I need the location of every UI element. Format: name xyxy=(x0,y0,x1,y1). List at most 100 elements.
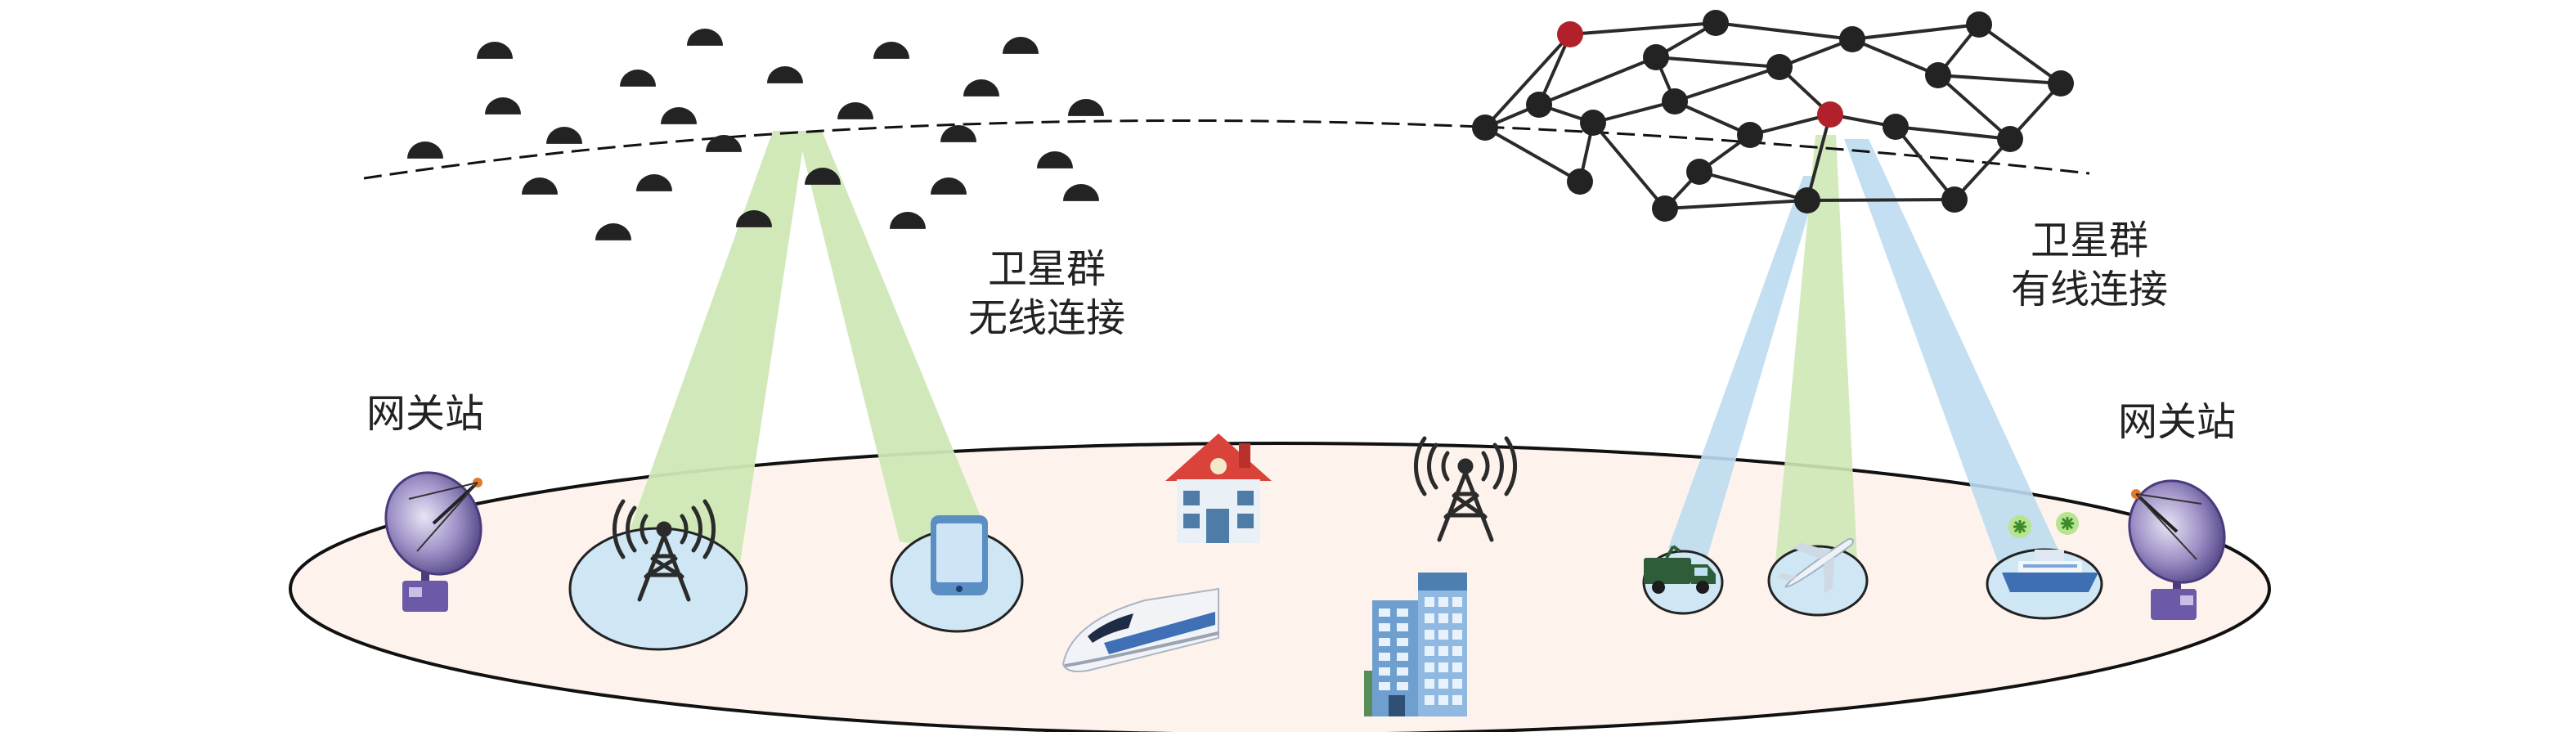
satellite-node xyxy=(1941,186,1968,213)
window xyxy=(1452,646,1462,656)
satellite-node xyxy=(2048,70,2074,97)
coverage-plane xyxy=(1767,545,1869,617)
satellite-icon xyxy=(620,70,656,87)
window xyxy=(1397,609,1408,617)
inter-satellite-link xyxy=(1674,65,1780,103)
gateway-label-right: 网关站 xyxy=(2118,399,2236,445)
window xyxy=(1452,630,1462,640)
inter-satellite-link xyxy=(1936,74,2012,141)
gateway-label-left: 网关站 xyxy=(366,391,484,437)
window xyxy=(1397,623,1408,631)
left-constellation-label-line1: 卫星群 xyxy=(988,246,1106,292)
high-speed-train-icon xyxy=(1061,587,1219,672)
inter-satellite-link xyxy=(1592,100,1676,124)
satellite-icon xyxy=(661,107,697,124)
wireless-constellation xyxy=(407,29,1104,240)
window xyxy=(1438,662,1448,672)
window xyxy=(1452,597,1462,607)
ground-area xyxy=(289,442,2271,732)
satellite-icon xyxy=(546,127,582,144)
satellite-node xyxy=(1794,187,1820,213)
satellite-node xyxy=(1526,92,1552,118)
inter-satellite-link xyxy=(1806,114,1832,201)
beam-to-tablet xyxy=(797,131,998,558)
beam-to-ship xyxy=(1844,139,2077,591)
window xyxy=(1379,623,1390,631)
satellite-icon xyxy=(485,97,521,115)
inter-satellite-link xyxy=(1664,199,1808,210)
window xyxy=(1397,653,1408,661)
cell-tower-icon xyxy=(612,499,716,602)
satellite-icon xyxy=(595,223,631,240)
inter-satellite-link xyxy=(1894,125,1956,201)
inter-satellite-link xyxy=(1749,113,1831,137)
window xyxy=(1425,646,1434,656)
satellite-icon xyxy=(1037,151,1073,168)
window xyxy=(1452,662,1462,672)
satellite-icon xyxy=(1063,184,1099,201)
window xyxy=(1425,613,1434,623)
wireless-beams xyxy=(630,131,998,563)
cell-tower-icon xyxy=(1413,436,1518,542)
window xyxy=(1397,667,1408,676)
beam-to-plane xyxy=(1775,135,1858,577)
satellite-icon xyxy=(767,66,803,83)
inter-satellite-link xyxy=(1851,38,1939,77)
vehicle-icon xyxy=(1644,545,1716,594)
inter-satellite-link xyxy=(1937,74,2062,85)
satellite-node xyxy=(1925,62,1951,88)
satellite-node xyxy=(1839,26,1865,52)
satellite-icon xyxy=(963,79,999,97)
inter-satellite-link xyxy=(1699,170,1808,202)
inter-satellite-link xyxy=(1977,23,2062,85)
window xyxy=(1438,630,1448,640)
window xyxy=(1452,679,1462,689)
window xyxy=(1425,630,1434,640)
wired-constellation xyxy=(1472,10,2074,222)
satellite-icon xyxy=(687,29,723,46)
satellite-node xyxy=(1652,195,1678,222)
window xyxy=(1379,638,1390,646)
window xyxy=(1438,646,1448,656)
window xyxy=(1452,695,1462,705)
satellite-icon xyxy=(931,177,967,195)
window xyxy=(1397,638,1408,646)
window xyxy=(1379,667,1390,676)
satellite-dish-icon xyxy=(384,471,482,612)
window xyxy=(1379,609,1390,617)
wired-beams xyxy=(1668,135,2077,591)
satellite-node xyxy=(1472,115,1498,141)
window xyxy=(1438,597,1448,607)
window xyxy=(1425,695,1434,705)
office-building-icon xyxy=(1364,573,1467,716)
inter-satellite-link xyxy=(1895,125,2011,141)
satellite-node xyxy=(1580,110,1606,136)
satellite-icon xyxy=(522,177,558,195)
ship-icon xyxy=(2002,512,2098,592)
satellite-node xyxy=(1643,44,1669,70)
satellite-dish-icon xyxy=(2128,479,2226,620)
satellite-node xyxy=(1883,114,1909,140)
inter-satellite-link xyxy=(1655,56,1780,69)
window xyxy=(1425,597,1434,607)
beam-to-tower xyxy=(630,131,806,563)
right-constellation-label-line2: 有线连接 xyxy=(2011,267,2168,312)
satellite-icon xyxy=(940,124,976,142)
satellite-node xyxy=(1737,122,1763,148)
satellite-node xyxy=(1703,10,1729,36)
window xyxy=(1452,613,1462,623)
window xyxy=(1379,682,1390,690)
inter-satellite-link xyxy=(1538,56,1657,106)
tablet-icon xyxy=(931,515,988,595)
satellite-icon xyxy=(1068,98,1104,116)
inter-satellite-link xyxy=(1851,23,1980,41)
window xyxy=(1438,679,1448,689)
satellite-icon xyxy=(736,210,772,227)
inter-satellite-link xyxy=(1674,100,1751,137)
inter-satellite-link xyxy=(1484,126,1581,183)
airplane-icon xyxy=(1776,538,1854,594)
satellite-icon xyxy=(805,168,841,185)
satellite-icon xyxy=(1003,37,1039,54)
satellite-icon xyxy=(477,42,513,59)
